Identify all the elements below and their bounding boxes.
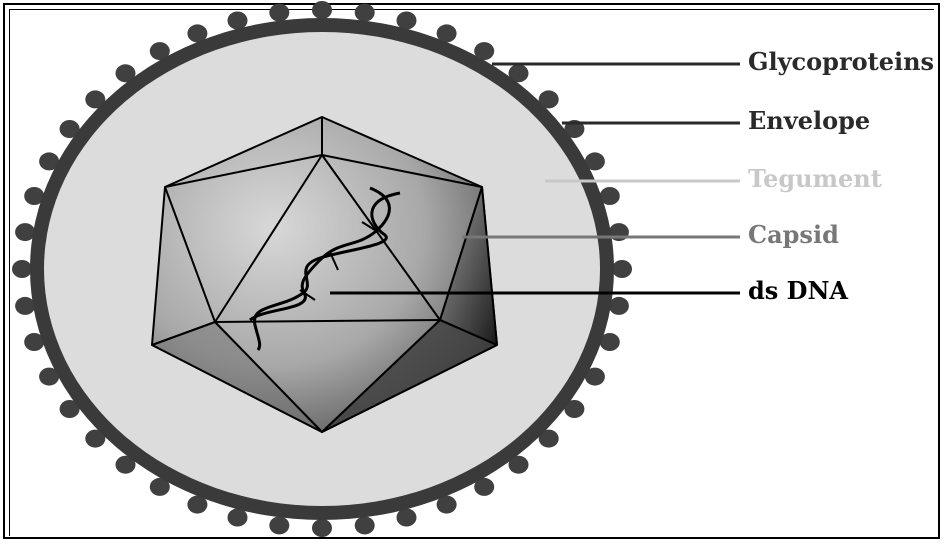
label-tegument: Tegument: [748, 167, 882, 191]
glycoprotein-spike: [269, 4, 289, 22]
glycoprotein-spike: [228, 12, 248, 30]
glycoprotein-spike: [15, 297, 35, 315]
label-glycoproteins: Glycoproteins: [748, 50, 934, 74]
glycoprotein-spike: [12, 260, 32, 278]
glycoprotein-spike: [397, 12, 417, 30]
glycoprotein-spike: [312, 1, 332, 19]
glycoprotein-spike: [355, 4, 375, 22]
glycoprotein-spike: [609, 297, 629, 315]
glycoprotein-spike: [269, 516, 289, 534]
glycoprotein-spike: [397, 509, 417, 527]
glycoprotein-spike: [15, 223, 35, 241]
glycoprotein-spike: [355, 516, 375, 534]
label-dna: ds DNA: [748, 279, 848, 303]
label-envelope: Envelope: [748, 109, 870, 133]
glycoprotein-spike: [312, 519, 332, 537]
glycoprotein-spike: [612, 260, 632, 278]
glycoprotein-spike: [228, 509, 248, 527]
label-capsid: Capsid: [748, 223, 839, 247]
